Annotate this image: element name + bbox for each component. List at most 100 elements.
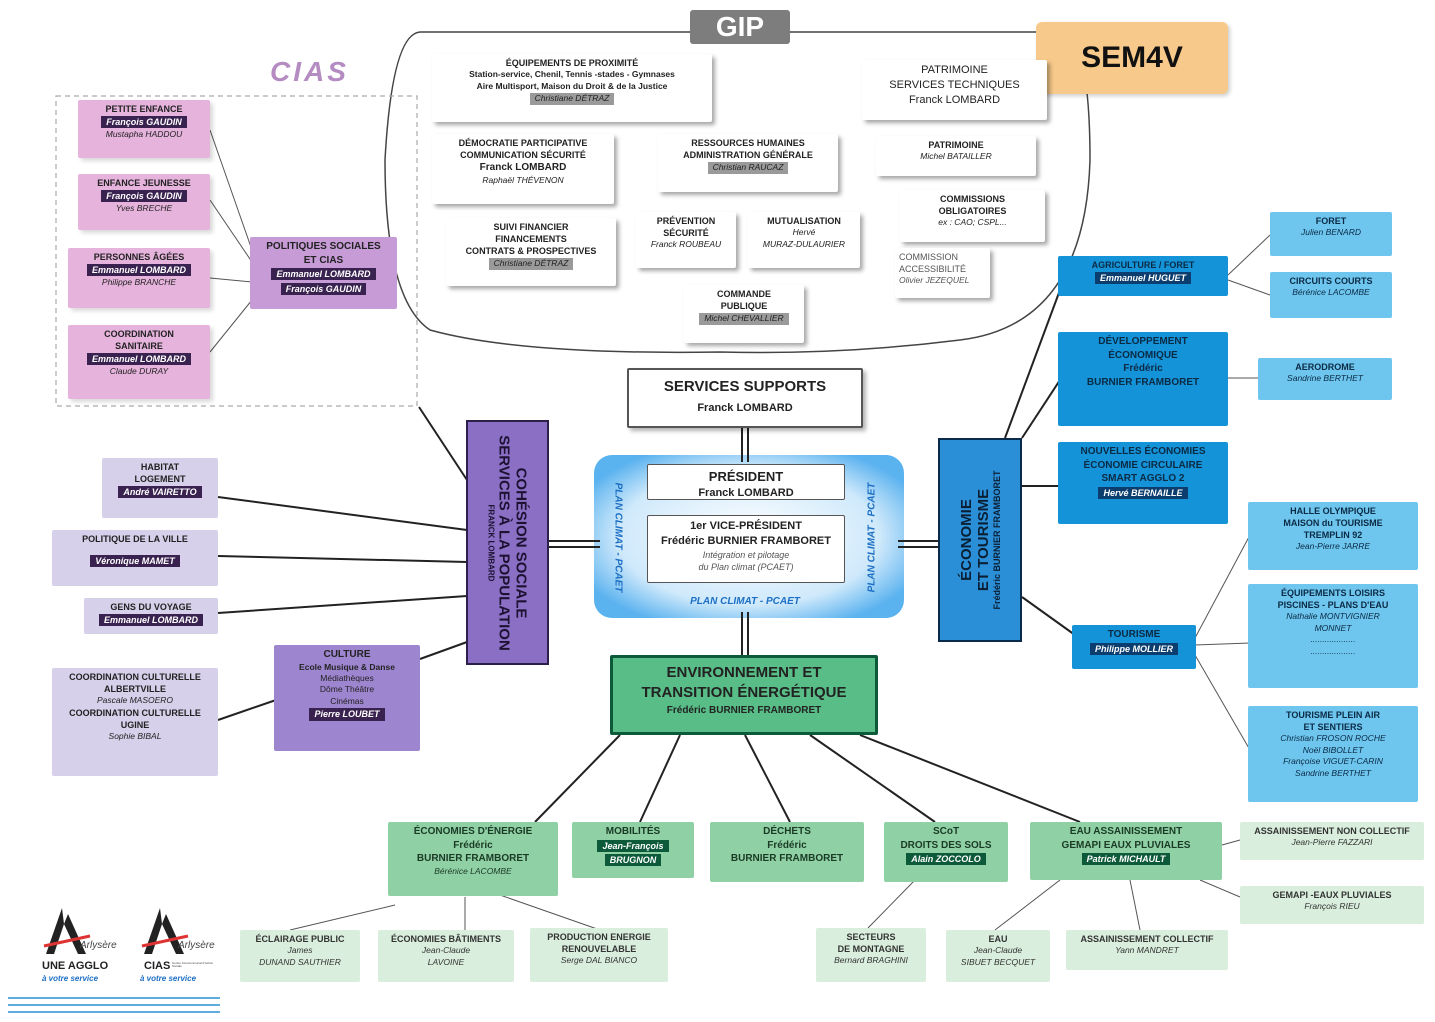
mobilites-name1: Jean-François [597, 839, 669, 852]
patrimoine-st-l1: PATRIMOINE [921, 64, 988, 76]
tourisme-box: TOURISME Philippe MOLLIER [1072, 625, 1196, 669]
culture-box: CULTURE Ecole Musique & Danse Médiathèqu… [274, 645, 420, 751]
habitat-l2: LOGEMENT [134, 474, 186, 485]
culture-l2: Médiathèques [320, 672, 374, 683]
coord-culturelle-sub1: Pascale MASOERO [96, 695, 174, 706]
mobilites-box: MOBILITÉS Jean-François BRUGNON [572, 822, 694, 878]
cias-dashed-area [55, 95, 418, 407]
nouvelles-l3: SMART AGGLO 2 [1101, 473, 1185, 484]
rh-name: Christian RAUCAZ [707, 162, 789, 174]
economie-text: ÉCONOMIE ET TOURISME Frédéric BURNIER FR… [958, 470, 1002, 609]
habitat-l1: HABITAT [140, 462, 180, 472]
equip-loisirs-sub2: MONNET [1314, 622, 1352, 633]
plein-air-l1: TOURISME PLEIN AIR [1285, 710, 1380, 720]
petite-enfance-name: François GAUDIN [101, 116, 187, 129]
eau-sub1: Jean-Claude [973, 945, 1023, 956]
patrimoine-box: PATRIMOINE Michel BATAILLER [876, 136, 1036, 176]
arlysere-agglo-brand: Arlysère [80, 940, 117, 951]
commande-l2: PUBLIQUE [720, 301, 768, 312]
eau-title: EAU [988, 934, 1008, 944]
aerodrome-box: AERODROME Sandrine BERTHET [1258, 358, 1392, 400]
habitat-box: HABITAT LOGEMENT André VAIRETTO [102, 458, 218, 518]
scot-l2: DROITS DES SOLS [900, 839, 992, 851]
suivi-l1: SUIVI FINANCIER [493, 222, 569, 232]
politiques-sociales-name2: François GAUDIN [280, 282, 367, 295]
politiques-sociales-l2: ET CIAS [303, 254, 344, 266]
vice-president-box: 1er VICE-PRÉSIDENT Frédéric BURNIER FRAM… [647, 515, 845, 583]
mutualisation-box: MUTUALISATION Hervé MURAZ-DULAURIER [748, 212, 860, 268]
cohesion-name: FRANCK LOMBARD [486, 504, 495, 581]
dev-eco-box: DÉVELOPPEMENT ÉCONOMIQUE Frédéric BURNIE… [1058, 332, 1228, 426]
eco-batiments-sub1: Jean-Claude [421, 945, 471, 956]
halle-l3: TREMPLIN 92 [1303, 530, 1363, 541]
production-l1: PRODUCTION ENERGIE [547, 932, 651, 942]
commande-name: Michel CHEVALLIER [699, 313, 789, 325]
rh-l2: ADMINISTRATION GÉNÉRALE [683, 150, 813, 161]
foret-box: FORET Julien BENARD [1270, 212, 1392, 256]
coordination-sanitaire-box: COORDINATION SANITAIRE Emmanuel LOMBARD … [68, 325, 210, 399]
patrimoine-st-name: Franck LOMBARD [908, 93, 1001, 106]
cohesion-box: COHÉSION SOCIALE SERVICES À LA POPULATIO… [466, 420, 549, 665]
assain-coll-box: ASSAINISSEMENT COLLECTIF Yann MANDRET [1066, 930, 1228, 970]
arlysere-cias-line2: à votre service [140, 974, 197, 983]
plein-air-sub3: Françoise VIGUET-CARIN [1283, 756, 1383, 767]
commissions-box: COMMISSIONS OBLIGATOIRES ex : CAO; CSPL.… [900, 190, 1045, 242]
agriculture-box: AGRICULTURE / FORET Emmanuel HUGUET [1058, 256, 1228, 296]
services-supports-title: SERVICES SUPPORTS [663, 378, 827, 395]
suivi-l2: FINANCEMENTS [495, 234, 567, 245]
cohesion-text: COHÉSION SOCIALE SERVICES À LA POPULATIO… [486, 435, 529, 651]
coord-culturelle-box: COORDINATION CULTURELLE ALBERTVILLE Pasc… [52, 668, 218, 776]
suivi-l3: CONTRATS & PROSPECTIVES [465, 246, 597, 257]
personnes-agees-sub: Philippe BRANCHE [101, 277, 177, 288]
services-supports-name: Franck LOMBARD [697, 402, 793, 415]
production-box: PRODUCTION ENERGIE RENOUVELABLE Serge DA… [530, 928, 668, 982]
arlysere-agglo-line2: à votre service [42, 974, 99, 983]
eclairage-box: ÉCLAIRAGE PUBLIC James DUNAND SAUTHIER [240, 930, 360, 982]
plan-climat-left: PLAN CLIMAT - PCAET [612, 482, 624, 593]
enfance-jeunesse-sub: Yves BRECHE [115, 203, 173, 214]
halle-sub: Jean-Pierre JARRE [1295, 541, 1371, 552]
vice-president-sub2: du Plan climat (PCAET) [698, 561, 794, 572]
eco-energie-sub: Bérénice LACOMBE [434, 865, 512, 876]
politique-ville-title: POLITIQUE DE LA VILLE [82, 534, 188, 544]
sem4v-label: SEM4V [1081, 41, 1183, 74]
eco-batiments-title: ÉCONOMIES BÂTIMENTS [390, 934, 501, 944]
arlysere-agglo-line1: UNE AGGLO [42, 960, 109, 972]
petite-enfance-box: PETITE ENFANCE François GAUDIN Mustapha … [78, 100, 210, 158]
equip-loisirs-l2: PISCINES - PLANS D'EAU [1277, 600, 1389, 611]
gip-oval [384, 31, 1091, 354]
nouvelles-box: NOUVELLES ÉCONOMIES ÉCONOMIE CIRCULAIRE … [1058, 442, 1228, 524]
culture-title: CULTURE [323, 649, 371, 660]
assain-non-box: ASSAINISSEMENT NON COLLECTIF Jean-Pierre… [1240, 822, 1424, 860]
equipements-line1: Station-service, Chenil, Tennis -stades … [469, 69, 675, 80]
services-supports-box: SERVICES SUPPORTS Franck LOMBARD [627, 368, 863, 428]
scot-name: Alain ZOCCOLO [906, 853, 986, 866]
equip-loisirs-sub4: ................... [1310, 645, 1356, 656]
eau-box: EAU Jean-Claude SIBUET BECQUET [946, 930, 1050, 982]
culture-l3: Dôme Théâtre [319, 684, 375, 695]
petite-enfance-sub: Mustapha HADDOU [105, 129, 183, 140]
democratie-l1: DÉMOCRATIE PARTICIPATIVE [458, 138, 588, 148]
personnes-agees-name: Emmanuel LOMBARD [86, 264, 191, 277]
gemapi-box: GEMAPI -EAUX PLUVIALES François RIEU [1240, 886, 1424, 924]
scot-l1: SCoT [932, 826, 960, 837]
culture-name: Pierre LOUBET [309, 708, 385, 721]
rh-l1: RESSOURCES HUMAINES [691, 138, 805, 148]
suivi-name: Christiane DÉTRAZ [488, 258, 574, 270]
economie-box: ÉCONOMIE ET TOURISME Frédéric BURNIER FR… [938, 438, 1022, 642]
eau-assain-name: Patrick MICHAULT [1081, 853, 1171, 866]
arlysere-cias-logo: Arlysère CIAS Centre Intercommunal d'Act… [130, 906, 240, 986]
dev-eco-l1: DÉVELOPPEMENT [1098, 336, 1188, 347]
culture-l4: Cinémas [330, 695, 364, 706]
tourisme-name: Philippe MOLLIER [1090, 642, 1178, 655]
secteurs-l2: DE MONTAGNE [837, 944, 905, 955]
production-sub: Serge DAL BIANCO [560, 955, 638, 966]
accessibilite-l1: COMMISSION [899, 252, 959, 262]
commande-l1: COMMANDE [717, 289, 771, 299]
environnement-l2: TRANSITION ÉNERGÉTIQUE [641, 684, 847, 702]
production-l2: RENOUVELABLE [561, 944, 637, 955]
equipements-line2: Aire Multisport, Maison du Droit & de la… [476, 80, 668, 91]
gens-voyage-box: GENS DU VOYAGE Emmanuel LOMBARD [84, 598, 218, 634]
assain-non-sub: Jean-Pierre FAZZARI [1291, 837, 1373, 848]
dechets-name1: Frédéric [767, 839, 807, 851]
